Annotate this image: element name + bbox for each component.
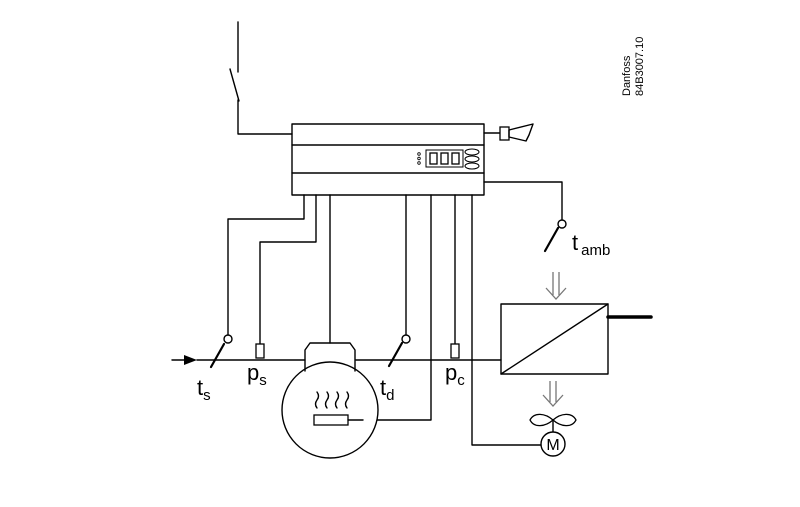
td-label: td xyxy=(380,375,394,404)
controller-unit xyxy=(291,123,485,196)
condenser-fan-icon xyxy=(529,413,577,433)
flow-arrow-icon xyxy=(184,355,197,365)
airflow-out-arrow-icon xyxy=(542,381,564,407)
motor-label: M xyxy=(546,437,559,454)
suction-temp-sensor xyxy=(209,334,233,369)
pc-label: pc xyxy=(445,360,465,389)
controller-display xyxy=(417,148,480,170)
main-switch xyxy=(229,21,293,135)
condenser-pressure-sensor xyxy=(450,343,460,359)
discharge-temp-sensor xyxy=(387,334,411,368)
digit-3 xyxy=(451,152,460,165)
sensor-wiring xyxy=(227,181,563,446)
ts-label: ts xyxy=(197,375,211,404)
compressor xyxy=(281,342,379,459)
ps-label: ps xyxy=(247,360,267,389)
airflow-in-arrow-icon xyxy=(545,272,567,300)
brand-watermark: Danfoss xyxy=(621,55,633,96)
document-code: 84B3007.10 xyxy=(634,37,646,96)
fan-motor: M xyxy=(540,431,566,457)
digit-1 xyxy=(429,152,438,165)
ambient-temp-sensor xyxy=(543,219,567,253)
suction-pressure-sensor xyxy=(255,343,265,359)
condenser xyxy=(500,303,653,375)
alarm-horn-icon xyxy=(483,123,534,142)
controller-buttons xyxy=(464,148,480,170)
digit-2 xyxy=(440,152,449,165)
indicator-leds xyxy=(417,152,421,165)
